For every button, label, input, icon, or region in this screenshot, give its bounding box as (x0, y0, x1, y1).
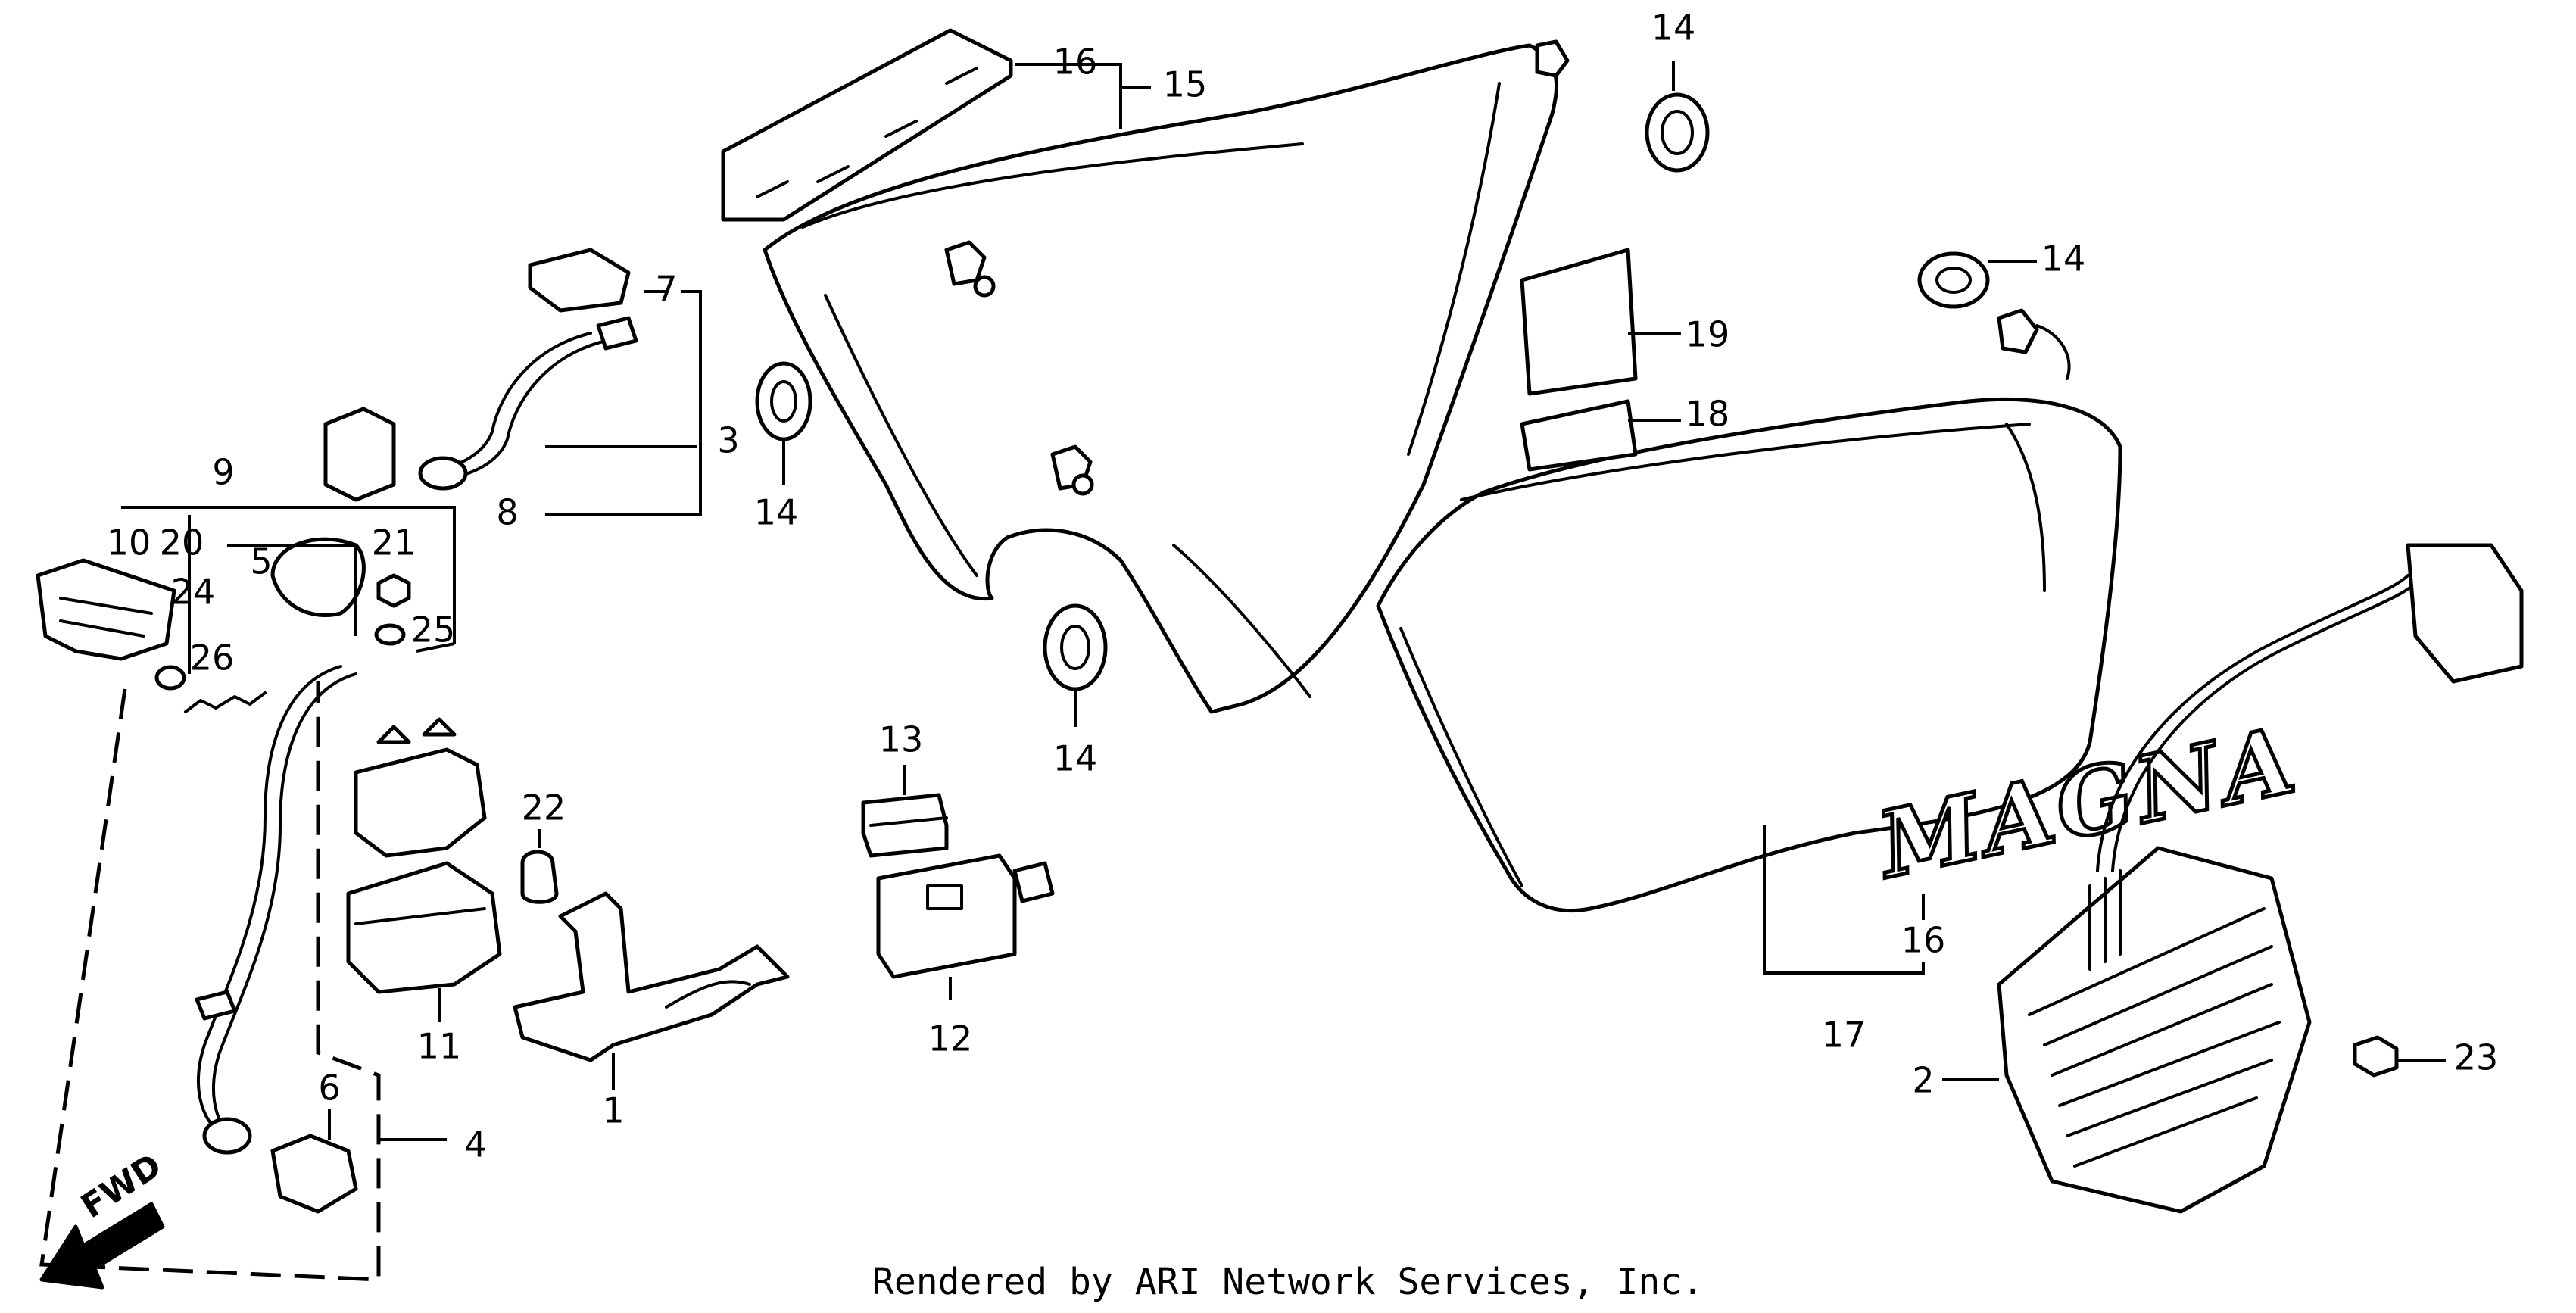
rubber-22 (520, 850, 559, 904)
grommets (755, 92, 1990, 691)
switch-10 (36, 558, 176, 661)
emblem-19 (1520, 248, 1638, 396)
clip-26 (184, 691, 267, 713)
terminal-cap-8 (323, 407, 396, 502)
callout-5: 5 (250, 541, 272, 582)
relay-13 (861, 793, 949, 858)
battery-cable-3 (418, 248, 638, 491)
callout-16-emblem: 16 (1901, 920, 1946, 961)
nut-21 (376, 573, 411, 608)
callout-18: 18 (1686, 394, 1730, 435)
bracket-1 (513, 891, 790, 1062)
right-side-cover: MAGNA (1376, 308, 2309, 913)
callout-25: 25 (411, 610, 456, 650)
regulator-rectifier (1997, 543, 2524, 1214)
relay-12 (876, 853, 1017, 979)
callout-17: 17 (1822, 1015, 1867, 1056)
callout-26: 26 (190, 638, 235, 678)
callout-7: 7 (655, 269, 677, 310)
left-side-cover (763, 39, 1570, 714)
callout-6: 6 (318, 1068, 340, 1109)
callout-23: 23 (2454, 1037, 2499, 1078)
callout-21: 21 (372, 522, 416, 563)
cover-5 (270, 537, 366, 618)
grommet-right (1917, 251, 1990, 309)
assembly-boundary (39, 681, 381, 1282)
rubber-cover-11 (346, 861, 502, 994)
callout-1: 1 (602, 1090, 624, 1131)
callout-9: 9 (212, 452, 234, 493)
callout-labels: 1 2 3 4 5 6 7 8 9 10 11 12 13 14 14 14 1… (107, 8, 2499, 1165)
callout-10: 10 (107, 522, 151, 563)
starter-relay (346, 717, 502, 994)
callout-24: 24 (171, 572, 216, 613)
callout-15: 15 (1163, 64, 1208, 105)
cover-gasket-strip (721, 28, 1013, 222)
callout-14-left: 14 (754, 492, 799, 533)
emblem-decals (1520, 248, 1638, 472)
callout-3: 3 (717, 420, 739, 461)
callout-11: 11 (417, 1026, 462, 1067)
callout-2: 2 (1912, 1060, 1934, 1101)
nut-23 (2353, 1035, 2399, 1078)
grommet-top (1645, 92, 1710, 173)
grommet-left (755, 361, 812, 441)
callout-20: 20 (160, 522, 204, 563)
relay-parts (861, 793, 1055, 979)
callout-14-right: 14 (2041, 239, 2086, 279)
callout-16-upper: 16 (1053, 42, 1098, 83)
washer-25 (374, 623, 406, 646)
washer-24 (154, 665, 186, 691)
starter-cable-6 (195, 665, 358, 1214)
render-credit: Rendered by ARI Network Services, Inc. (872, 1261, 1704, 1303)
callout-14-bottom: 14 (1053, 738, 1098, 779)
callout-19: 19 (1686, 314, 1730, 355)
callout-14-top: 14 (1651, 8, 1696, 48)
emblem-18 (1520, 399, 1638, 472)
starter-solenoid (354, 747, 487, 858)
small-fasteners (154, 573, 411, 713)
callout-12: 12 (928, 1018, 973, 1059)
callout-8: 8 (496, 492, 518, 533)
grommet-bottom (1043, 603, 1108, 691)
callout-22: 22 (522, 787, 566, 828)
callout-4: 4 (464, 1124, 486, 1165)
callout-13: 13 (879, 719, 924, 760)
